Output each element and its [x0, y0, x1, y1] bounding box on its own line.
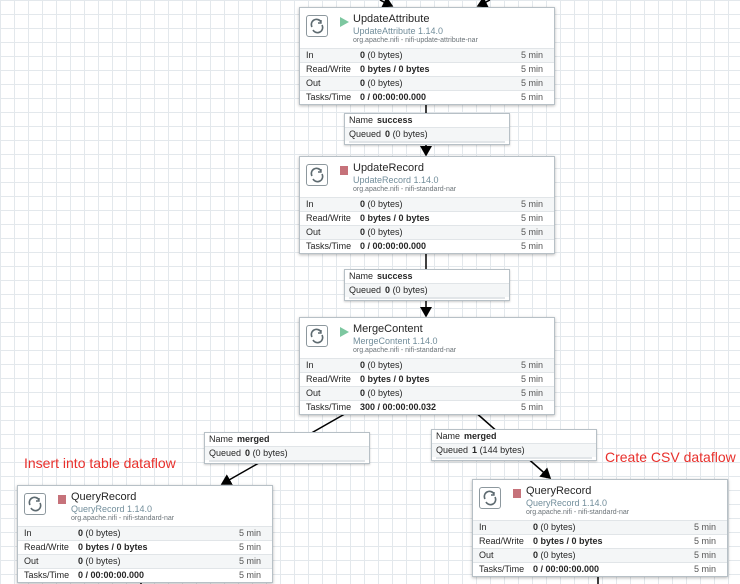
- stop-icon: [513, 489, 521, 498]
- queue-progress-bar: [209, 460, 365, 462]
- processor-type: QueryRecord 1.14.0: [526, 498, 608, 508]
- stop-icon: [340, 166, 348, 175]
- processor-bundle: org.apache.nifi - nifi-standard-nar: [353, 347, 457, 354]
- queue-progress-bar: [436, 457, 592, 459]
- queue-progress-bar: [349, 297, 505, 299]
- processor-name: QueryRecord: [526, 485, 592, 497]
- processor-icon: [306, 325, 328, 347]
- connection-line-upstream-right[interactable]: [476, 0, 491, 8]
- processor-bundle: org.apache.nifi - nifi-standard-nar: [353, 186, 457, 193]
- processor-icon: [479, 487, 501, 509]
- processor-merge-content[interactable]: MergeContent MergeContent 1.14.0 org.apa…: [299, 317, 555, 415]
- processor-bundle: org.apache.nifi - nifi-update-attribute-…: [353, 37, 478, 44]
- processor-name: QueryRecord: [71, 491, 137, 503]
- processor-bundle: org.apache.nifi - nifi-standard-nar: [71, 515, 175, 522]
- processor-name: MergeContent: [353, 323, 423, 335]
- processor-icon: [306, 164, 328, 186]
- processor-icon: [306, 15, 328, 37]
- annotation-insert-into-table: Insert into table dataflow: [24, 455, 176, 471]
- queue-progress-bar: [349, 141, 505, 143]
- processor-type: UpdateAttribute 1.14.0: [353, 26, 444, 36]
- annotation-create-csv: Create CSV dataflow: [605, 449, 736, 465]
- processor-type: UpdateRecord 1.14.0: [353, 175, 439, 185]
- play-icon: [340, 17, 349, 27]
- processor-icon: [24, 493, 46, 515]
- processor-bundle: org.apache.nifi - nifi-standard-nar: [526, 509, 630, 516]
- stop-icon: [58, 495, 66, 504]
- processor-name: UpdateAttribute: [353, 13, 430, 25]
- connection-line-upstream-left[interactable]: [379, 0, 394, 8]
- processor-name: UpdateRecord: [353, 162, 424, 174]
- play-icon: [340, 327, 349, 337]
- processor-type: QueryRecord 1.14.0: [71, 504, 153, 514]
- processor-type: MergeContent 1.14.0: [353, 336, 438, 346]
- processor-query-record-right[interactable]: QueryRecord QueryRecord 1.14.0 org.apach…: [472, 479, 728, 577]
- processor-query-record-left[interactable]: QueryRecord QueryRecord 1.14.0 org.apach…: [17, 485, 273, 583]
- processor-update-record[interactable]: UpdateRecord UpdateRecord 1.14.0 org.apa…: [299, 156, 555, 254]
- processor-update-attribute[interactable]: UpdateAttribute UpdateAttribute 1.14.0 o…: [299, 7, 555, 105]
